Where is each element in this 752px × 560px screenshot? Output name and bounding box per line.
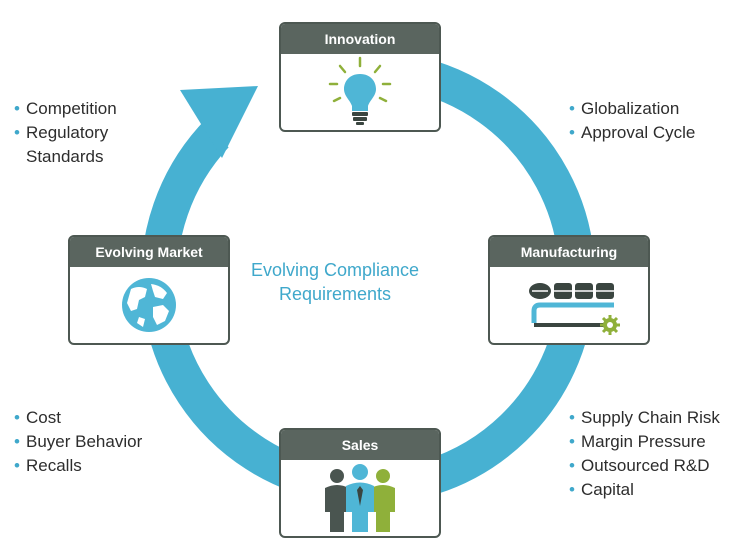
center-title-line-1: Evolving Compliance	[250, 260, 420, 280]
driver-list-top-left: Competition Regulatory Standards	[14, 97, 164, 169]
conveyor-gear-icon	[529, 283, 620, 335]
list-item: Approval Cycle	[569, 121, 744, 145]
list-item: Globalization	[569, 97, 744, 121]
cycle-arrowhead	[180, 86, 258, 158]
stage-title-innovation: Innovation	[281, 24, 439, 54]
list-item: Cost	[14, 406, 184, 430]
people-group-icon	[325, 464, 395, 532]
list-item: Outsourced R&D	[569, 454, 749, 478]
list-item: Margin Pressure	[569, 430, 749, 454]
globe-icon	[122, 278, 176, 332]
stage-card-innovation: Innovation	[279, 22, 441, 132]
stage-title-sales: Sales	[281, 430, 439, 460]
list-item: Capital	[569, 478, 749, 502]
driver-list-bottom-left: Cost Buyer Behavior Recalls	[14, 406, 184, 478]
list-item: Competition	[14, 97, 164, 121]
stage-card-sales: Sales	[279, 428, 441, 538]
center-title: Evolving Compliance Requirements	[230, 258, 440, 306]
lightbulb-icon	[328, 56, 392, 125]
driver-list-top-right: Globalization Approval Cycle	[569, 97, 744, 145]
stage-title-evolving-market: Evolving Market	[70, 237, 228, 267]
stage-title-manufacturing: Manufacturing	[490, 237, 648, 267]
stage-card-evolving-market: Evolving Market	[68, 235, 230, 345]
center-title-line-2: Requirements	[278, 284, 392, 304]
list-item: Recalls	[14, 454, 184, 478]
list-item: Regulatory Standards	[14, 121, 164, 169]
list-item: Buyer Behavior	[14, 430, 184, 454]
driver-list-bottom-right: Supply Chain Risk Margin Pressure Outsou…	[569, 406, 749, 502]
list-item: Supply Chain Risk	[569, 406, 749, 430]
stage-card-manufacturing: Manufacturing	[488, 235, 650, 345]
